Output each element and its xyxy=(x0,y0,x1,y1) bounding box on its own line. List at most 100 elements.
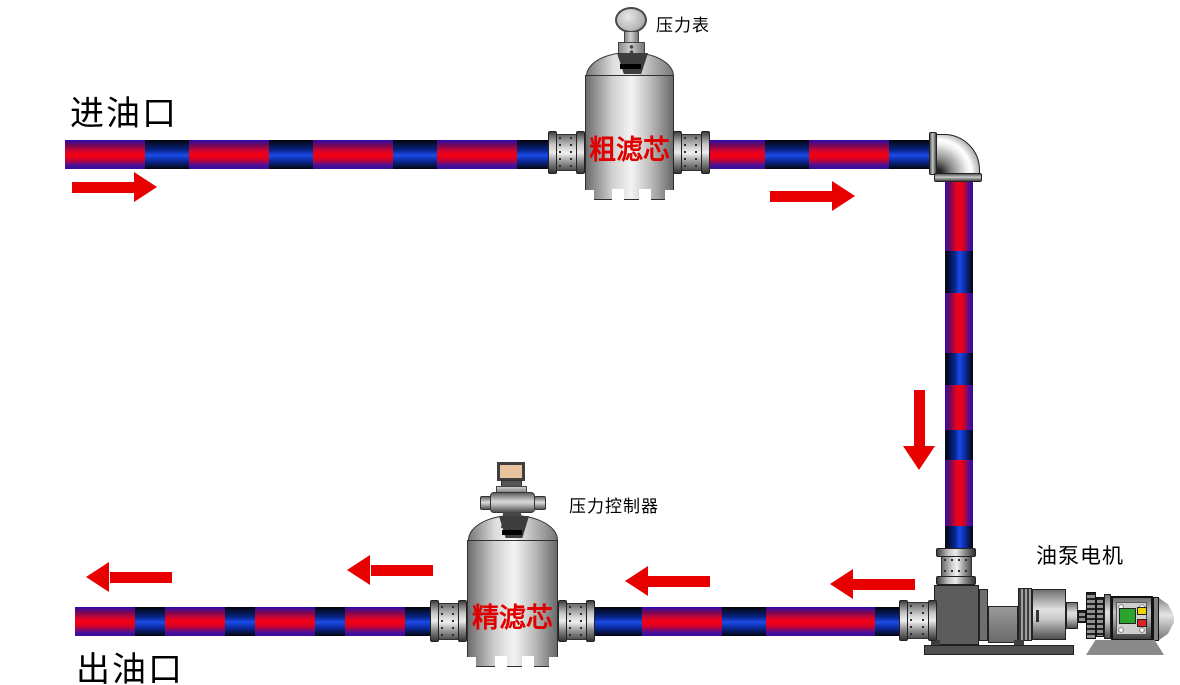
pipe-segment-red xyxy=(766,607,875,636)
coarse-filter-label: 粗滤芯 xyxy=(589,135,670,165)
vessel-nozzle-right xyxy=(558,600,595,642)
flow-arrow-left-icon xyxy=(830,569,915,599)
pipe-segment-red xyxy=(165,607,225,636)
flange-cap xyxy=(936,548,976,557)
pipe-right-vertical xyxy=(945,178,973,550)
motor-green-block xyxy=(1119,608,1136,624)
flow-arrow-right-icon xyxy=(770,181,855,211)
motor-neck xyxy=(1153,597,1159,641)
coupling-gear-small xyxy=(1096,597,1104,637)
pipe-segment-blue xyxy=(875,607,900,636)
bell-step xyxy=(1066,602,1078,629)
pipe-segment-red xyxy=(255,607,315,636)
pipe-segment-blue xyxy=(945,430,973,460)
flange-cap xyxy=(701,131,710,174)
pipe-top-horizontal xyxy=(65,140,932,169)
motor-end-cone xyxy=(1159,598,1174,640)
flange-cap xyxy=(430,600,439,642)
pipe-segment-blue xyxy=(225,607,255,636)
pipe-bottom-right xyxy=(595,607,900,636)
pipe-segment-blue xyxy=(945,251,973,293)
pipe-segment-red xyxy=(945,460,973,526)
pipe-segment-blue xyxy=(393,140,437,169)
vessel-nozzle-left xyxy=(430,600,467,642)
flange-plate xyxy=(936,576,976,585)
pipe-segment-blue xyxy=(765,140,809,169)
pump-foot xyxy=(1014,640,1024,646)
pipe-segment-blue xyxy=(889,140,932,169)
flow-arrow-left-icon xyxy=(86,562,172,593)
pipe-segment-blue xyxy=(315,607,345,636)
pipe-segment-red xyxy=(809,140,889,169)
bolted-tube xyxy=(439,602,458,640)
motor-front-ring xyxy=(1104,594,1111,639)
bolted-tube xyxy=(567,602,586,640)
pressure-controller-display xyxy=(497,462,525,481)
pipe-segment-blue xyxy=(405,607,430,636)
flow-arrow-left-icon xyxy=(625,566,710,596)
pipe-segment-red xyxy=(345,607,405,636)
motor-pedestal xyxy=(1086,640,1164,655)
fine-filter-label: 精滤芯 xyxy=(472,603,553,633)
motor-red-block xyxy=(1137,619,1147,627)
pump-housing xyxy=(934,585,979,645)
vessel-corner-cut xyxy=(585,190,594,200)
vessel-foot-notch xyxy=(612,189,624,200)
flange-plate xyxy=(576,131,585,174)
flange-cap xyxy=(899,600,908,641)
pump-base-plate xyxy=(924,645,1074,655)
pipe-segment-red xyxy=(189,140,269,169)
pipe-segment-red xyxy=(437,140,517,169)
pressure-gauge-label: 压力表 xyxy=(656,16,710,35)
pipe-bottom-left xyxy=(75,607,430,636)
pipe-segment-blue xyxy=(269,140,313,169)
pipe-segment-blue xyxy=(595,607,642,636)
bell-slot xyxy=(1036,610,1039,622)
flow-arrow-left-icon xyxy=(347,555,433,585)
flow-arrow-right-icon xyxy=(72,172,157,202)
flange-plate xyxy=(558,600,567,642)
vessel-nozzle-left xyxy=(548,131,585,174)
elbow-flange-bottom xyxy=(934,173,982,182)
controller-valve-body xyxy=(490,492,535,513)
bolted-tube xyxy=(682,134,701,171)
pipe-segment-blue xyxy=(945,353,973,385)
pressure-controller-label: 压力控制器 xyxy=(569,497,659,516)
elbow-flange-left xyxy=(929,132,937,175)
drive-shaft xyxy=(1078,610,1086,623)
vessel-slot xyxy=(502,530,522,535)
pipe-segment-blue xyxy=(945,526,973,550)
pipe-segment-red xyxy=(945,293,973,353)
flange-plate xyxy=(673,131,682,174)
motor-yellow-block xyxy=(1137,607,1147,615)
inlet-label: 进油口 xyxy=(70,95,178,133)
bell-housing-ridges xyxy=(1018,588,1032,641)
flange-cap xyxy=(548,131,557,174)
bolted-tube xyxy=(557,134,576,171)
vessel-slot xyxy=(620,64,641,69)
vessel-corner-cut xyxy=(549,657,558,667)
bolted-tube xyxy=(940,557,972,576)
outlet-label: 出油口 xyxy=(76,651,184,685)
pipe-segment-blue xyxy=(145,140,189,169)
pipe-segment-blue xyxy=(722,607,766,636)
flange-cap xyxy=(586,600,595,642)
vessel-foot-notch xyxy=(522,656,534,667)
flange-plate xyxy=(928,600,937,641)
flow-arrow-down-icon xyxy=(903,390,936,470)
pipe-segment-red xyxy=(75,607,135,636)
elbow-bend xyxy=(936,134,980,175)
pump-extension xyxy=(988,606,1018,643)
pipe-segment-blue xyxy=(135,607,165,636)
pressure-gauge-icon xyxy=(615,7,647,33)
pipe-segment-red xyxy=(65,140,145,169)
pipe-segment-red xyxy=(945,178,973,251)
vessel-nozzle-right xyxy=(673,131,710,174)
controller-valve-cap-right xyxy=(534,496,546,510)
controller-valve-cap-left xyxy=(480,496,491,510)
pump-outlet-flange xyxy=(899,600,937,641)
vessel-foot-notch xyxy=(495,656,507,667)
pipe-segment-red xyxy=(642,607,722,636)
coupling-gear-large xyxy=(1086,592,1096,639)
